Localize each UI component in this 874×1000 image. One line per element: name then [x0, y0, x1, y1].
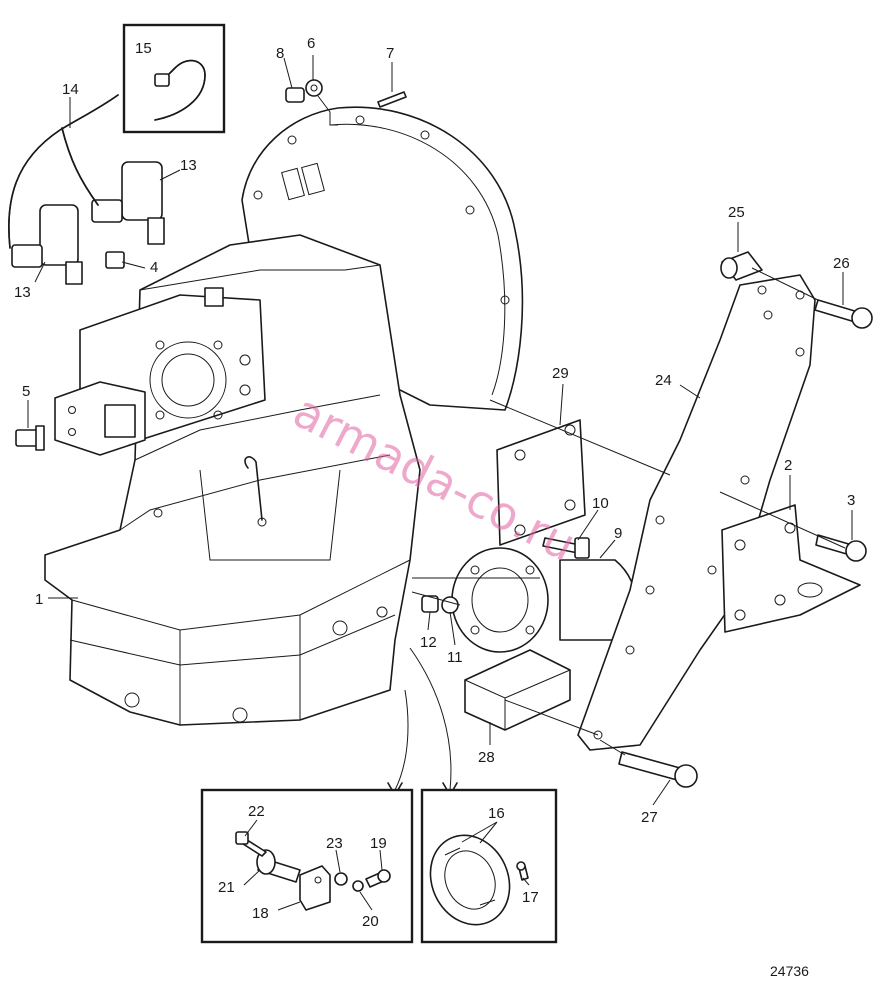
callout-6: 6 — [307, 35, 315, 52]
flywheel-housing — [241, 106, 524, 411]
bolt-19 — [365, 869, 391, 888]
nut-8 — [285, 87, 305, 103]
callout-1: 1 — [35, 591, 43, 608]
callout-29: 29 — [552, 365, 569, 382]
callout-25: 25 — [728, 204, 745, 221]
bracket-2 — [721, 504, 861, 633]
callout-labels: 1 2 3 4 5 6 7 8 9 10 11 12 13 13 14 15 1… — [14, 35, 855, 930]
callout-23: 23 — [326, 835, 343, 852]
callout-7: 7 — [386, 45, 394, 62]
callout-18: 18 — [252, 905, 269, 922]
callout-11: 11 — [447, 649, 463, 666]
callout-leaders — [27, 55, 853, 911]
washer-20 — [352, 880, 364, 892]
callout-12: 12 — [420, 634, 437, 651]
callout-5: 5 — [22, 383, 30, 400]
callout-2: 2 — [784, 457, 792, 474]
block-28 — [464, 649, 571, 731]
bolt-26 — [814, 299, 873, 329]
assembly-lines — [387, 267, 846, 796]
callout-13-left: 13 — [14, 284, 31, 301]
bracket-29 — [496, 419, 586, 546]
screw-17 — [516, 861, 529, 881]
callout-19: 19 — [370, 835, 387, 852]
callout-24: 24 — [655, 372, 672, 389]
callout-13-right: 13 — [180, 157, 197, 174]
mounting-plate-24 — [577, 274, 816, 751]
wiring-harness — [8, 94, 119, 249]
inset-box-15 — [122, 23, 226, 134]
bolt-22 — [235, 831, 267, 857]
stud-7 — [377, 91, 407, 108]
washer-11 — [441, 596, 459, 614]
callout-28: 28 — [478, 749, 495, 766]
callout-8: 8 — [276, 45, 284, 62]
bolt-3 — [815, 534, 867, 562]
bracket-18 — [299, 865, 331, 911]
inset-box-impulse-ring — [420, 788, 558, 944]
bolt-27 — [618, 751, 698, 788]
output-flange-9 — [451, 547, 637, 653]
solenoid-valve-left — [11, 204, 83, 285]
solenoid-valve-right — [91, 161, 165, 245]
callout-17: 17 — [522, 889, 539, 906]
callout-4: 4 — [150, 259, 158, 276]
callout-14: 14 — [62, 81, 79, 98]
bolt-10 — [542, 537, 590, 559]
inset-box-sensor — [200, 788, 414, 944]
valve-block — [54, 287, 266, 456]
callout-3: 3 — [847, 492, 855, 509]
callout-10: 10 — [592, 495, 609, 512]
callout-16: 16 — [488, 805, 505, 822]
plug-5 — [15, 425, 45, 451]
callout-15: 15 — [135, 40, 152, 57]
impulse-ring-16 — [429, 834, 511, 926]
callout-21: 21 — [218, 879, 235, 896]
callout-27: 27 — [641, 809, 658, 826]
spacer-25 — [720, 251, 763, 281]
callout-9: 9 — [614, 525, 622, 542]
plug-4 — [105, 251, 125, 269]
reference-number: 24736 — [770, 963, 809, 979]
washer-6 — [305, 79, 323, 97]
nut-23 — [334, 872, 348, 886]
callout-22: 22 — [248, 803, 265, 820]
callout-20: 20 — [362, 913, 379, 930]
callout-26: 26 — [833, 255, 850, 272]
